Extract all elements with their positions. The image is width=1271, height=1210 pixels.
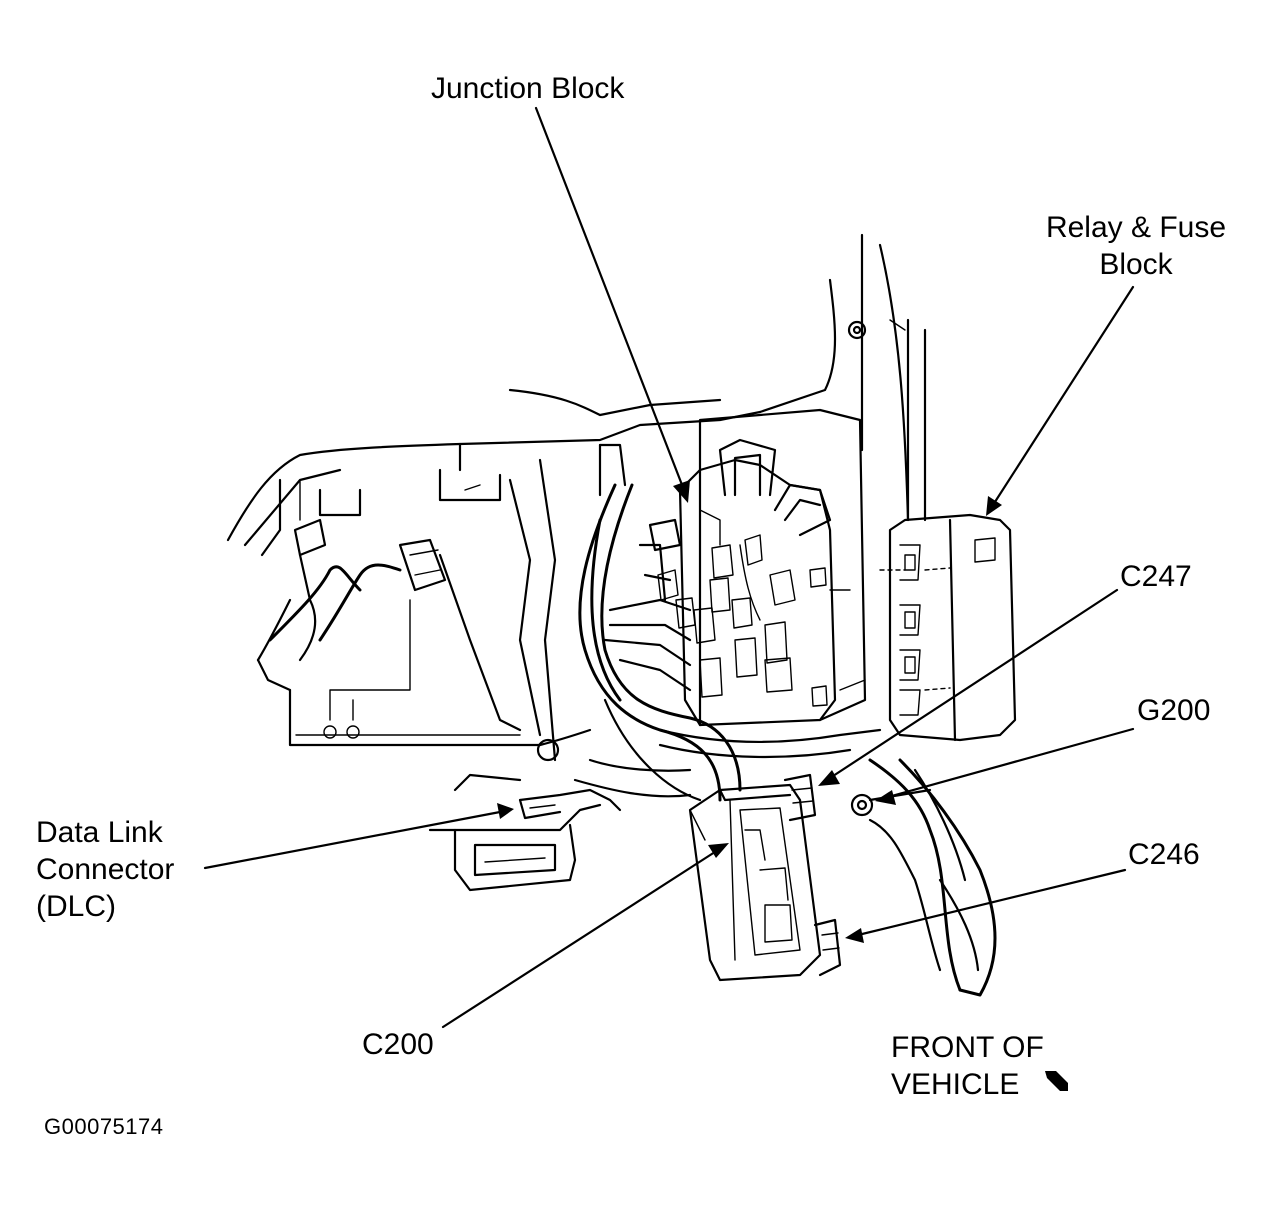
front-of-vehicle-line2: VEHICLE <box>891 1068 1020 1101</box>
relay-fuse-block <box>879 513 1017 742</box>
front-of-vehicle-label: FRONT OF VEHICLE <box>891 1029 1044 1103</box>
dlc-label: Data Link Connector (DLC) <box>36 814 174 925</box>
c246-label: C246 <box>1128 838 1200 871</box>
relay-fuse-block-label: Relay & Fuse Block <box>1030 209 1242 283</box>
relay-fuse-block-label-line2: Block <box>1099 248 1173 281</box>
junction-block <box>657 408 867 727</box>
c247-label: C247 <box>1120 560 1192 593</box>
leader-lines <box>203 106 1135 1029</box>
dlc-label-line3: (DLC) <box>36 890 116 923</box>
front-of-vehicle-line1: FRONT OF <box>891 1031 1044 1064</box>
left-harness <box>268 518 447 662</box>
figure-id: G00075174 <box>44 1114 164 1139</box>
main-harness <box>518 483 882 820</box>
arrow-down-right-icon <box>1045 1071 1068 1091</box>
dlc-label-line1: Data Link <box>36 816 163 849</box>
dlc-label-line2: Connector <box>36 853 175 886</box>
g200-label: G200 <box>1137 694 1211 727</box>
c200-label: C200 <box>362 1028 434 1061</box>
junction-block-label: Junction Block <box>431 72 625 105</box>
g200-ground <box>850 758 997 997</box>
c200-connector <box>688 773 842 982</box>
relay-fuse-block-label-line1: Relay & Fuse <box>1045 211 1227 244</box>
dashboard-outline <box>226 233 927 892</box>
